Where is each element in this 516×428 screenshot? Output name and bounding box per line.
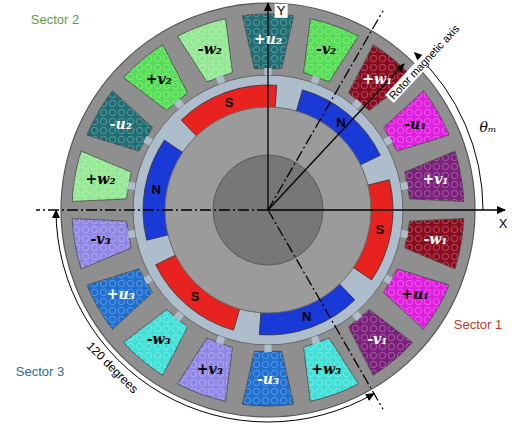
slot bbox=[177, 338, 232, 401]
pole-label: N bbox=[302, 309, 311, 323]
slot-opening bbox=[143, 136, 153, 146]
winding-label: -v₂ bbox=[316, 43, 336, 58]
sector-arc bbox=[56, 210, 374, 422]
coil-texture bbox=[87, 269, 152, 329]
slot bbox=[177, 19, 232, 82]
slot-opening bbox=[352, 99, 362, 109]
axis-label: X bbox=[499, 217, 508, 231]
winding-label: -u₂ bbox=[110, 117, 132, 132]
winding-label: +u₃ bbox=[107, 287, 135, 302]
pole-label: S bbox=[375, 223, 384, 237]
sector-label: Sector 1 bbox=[454, 318, 502, 332]
winding-label: +v₂ bbox=[146, 72, 172, 87]
coil-texture bbox=[304, 338, 359, 401]
slot-opening bbox=[383, 274, 393, 284]
winding-label: -u₁ bbox=[404, 117, 426, 132]
pole-label: S bbox=[225, 96, 234, 110]
winding-label: +w₁ bbox=[362, 72, 392, 87]
slot-opening bbox=[128, 230, 136, 238]
slot bbox=[405, 151, 464, 201]
pole-label: S bbox=[191, 290, 200, 304]
slot bbox=[405, 219, 464, 269]
slot-opening bbox=[400, 230, 408, 238]
winding-label: -w₃ bbox=[147, 333, 171, 348]
slot bbox=[72, 219, 131, 269]
coil-texture bbox=[177, 338, 232, 401]
slot bbox=[242, 351, 293, 406]
slot bbox=[384, 269, 449, 329]
angle-label: θₘ bbox=[479, 120, 496, 135]
coil-texture bbox=[72, 219, 131, 269]
slot-opening bbox=[383, 136, 393, 146]
pole-label: N bbox=[152, 183, 161, 197]
slot-opening bbox=[143, 274, 153, 284]
winding-label: -w₂ bbox=[198, 43, 222, 58]
winding-label: +u₂ bbox=[254, 32, 282, 47]
coil-texture bbox=[242, 351, 293, 406]
slot bbox=[87, 91, 152, 151]
slot bbox=[123, 310, 187, 376]
coil-texture bbox=[384, 269, 449, 329]
slot-opening bbox=[174, 99, 184, 109]
slot bbox=[72, 151, 131, 201]
pole-label: N bbox=[336, 116, 345, 130]
winding-label: -v₃ bbox=[91, 232, 111, 247]
slot-opening bbox=[128, 182, 136, 190]
winding-label: -v₁ bbox=[367, 333, 387, 348]
slot-opening bbox=[311, 75, 320, 84]
slot-opening bbox=[216, 336, 225, 345]
rotor-axis-arrow bbox=[268, 64, 404, 210]
slot-opening bbox=[352, 311, 362, 321]
sector-label: Sector 2 bbox=[31, 13, 79, 27]
winding-label: -u₃ bbox=[257, 372, 279, 387]
coil-texture bbox=[177, 19, 232, 82]
slot bbox=[304, 19, 359, 82]
coil-texture bbox=[72, 151, 131, 201]
slot-opening bbox=[264, 345, 271, 352]
winding-label: -w₁ bbox=[423, 232, 447, 247]
coil-texture bbox=[405, 151, 464, 201]
slot-opening bbox=[216, 75, 225, 84]
coil-texture bbox=[405, 219, 464, 269]
slot bbox=[304, 338, 359, 401]
slot bbox=[87, 269, 152, 329]
axis-label: Y bbox=[275, 4, 288, 18]
sector-label: Sector 3 bbox=[16, 365, 64, 379]
winding-label: +w₃ bbox=[311, 362, 341, 377]
coil-texture bbox=[123, 310, 187, 376]
winding-label: +v₃ bbox=[197, 362, 223, 377]
coil-texture bbox=[304, 19, 359, 82]
x-axis bbox=[268, 209, 505, 210]
coil-texture bbox=[123, 45, 187, 111]
slot-opening bbox=[400, 182, 408, 190]
slot-opening bbox=[311, 336, 320, 345]
winding-label: +v₁ bbox=[422, 173, 448, 188]
winding-label: +u₁ bbox=[401, 287, 429, 302]
slot-opening bbox=[174, 311, 184, 321]
winding-label: +w₂ bbox=[86, 173, 116, 188]
coil-texture bbox=[87, 91, 152, 151]
slot bbox=[123, 45, 187, 111]
